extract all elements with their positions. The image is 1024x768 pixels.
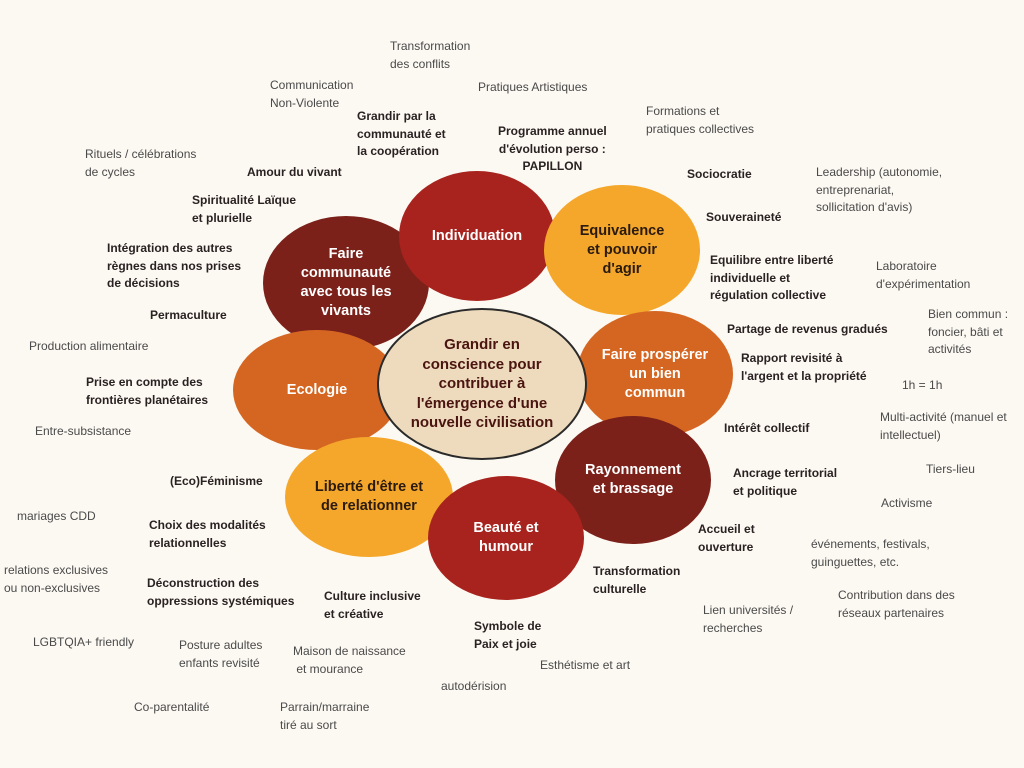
detail-label: Lien universités / recherches — [703, 603, 794, 635]
theme-beaute: Beauté et humour — [428, 476, 584, 600]
detail-label: Pratiques Artistiques — [478, 80, 588, 94]
detail-label: Co-parentalité — [134, 700, 210, 714]
subtheme-label: Intégration des autres règnes dans nos p… — [107, 241, 242, 290]
theme-liberte: Liberté d'être et de relationner — [285, 437, 453, 557]
detail-label: Bien commun : foncier, bâti et activités — [928, 307, 1009, 356]
detail-label: relations exclusives ou non-exclusives — [4, 563, 109, 595]
detail-label: Parrain/marraine tiré au sort — [280, 700, 370, 732]
subtheme-label: Sociocratie — [687, 167, 752, 181]
detail-label: Formations et pratiques collectives — [646, 104, 755, 136]
theme-ecologie: Ecologie — [233, 330, 401, 450]
detail-label: Transformation des conflits — [390, 39, 471, 71]
subtheme-label: Culture inclusive et créative — [324, 589, 421, 621]
detail-label: Production alimentaire — [29, 339, 149, 353]
detail-label: LGBTQIA+ friendly — [33, 635, 135, 649]
subtheme-label: Souveraineté — [706, 210, 782, 224]
subtheme-label: Permaculture — [150, 308, 227, 322]
detail-label: Leadership (autonomie, entreprenariat, s… — [816, 165, 943, 214]
subtheme-label: Partage de revenus gradués — [727, 322, 888, 336]
subtheme-label: (Eco)Féminisme — [170, 474, 263, 488]
subtheme-label: Amour du vivant — [247, 165, 342, 179]
detail-label: 1h = 1h — [902, 378, 943, 392]
subtheme-label: Accueil et ouverture — [698, 522, 755, 554]
theme-individuation: Individuation — [399, 171, 555, 301]
subtheme-label: Grandir par la communauté et la coopérat… — [357, 109, 446, 158]
detail-label: Communication Non-Violente — [270, 78, 354, 110]
subtheme-label: Spiritualité Laïque et plurielle — [192, 193, 297, 225]
subtheme-label: Transformation culturelle — [593, 564, 681, 596]
subtheme-label: Intérêt collectif — [724, 421, 810, 435]
subtheme-label: Ancrage territorial et politique — [733, 466, 838, 498]
detail-label: Rituels / célébrations de cycles — [85, 147, 197, 179]
detail-label: Laboratoire d'expérimentation — [876, 259, 971, 291]
theme-rayonnement: Rayonnement et brassage — [555, 416, 711, 544]
subtheme-label: Déconstruction des oppressions systémiqu… — [147, 576, 295, 608]
subtheme-label: Programme annuel d'évolution perso : PAP… — [498, 124, 607, 173]
subtheme-label: Choix des modalités relationnelles — [149, 518, 266, 550]
detail-label: Esthétisme et art — [540, 658, 631, 672]
subtheme-label: Prise en compte des frontières planétair… — [86, 375, 209, 407]
subtheme-label: Equilibre entre liberté individuelle et … — [710, 253, 834, 302]
theme-equivalence: Equivalence et pouvoir d'agir — [544, 185, 700, 315]
detail-label: Multi-activité (manuel et intellectuel) — [880, 410, 1007, 442]
subtheme-label: Rapport revisité à l'argent et la propri… — [741, 351, 867, 383]
detail-label: Tiers-lieu — [926, 462, 975, 476]
detail-label: Contribution dans des réseaux partenaire… — [838, 588, 955, 620]
detail-label: mariages CDD — [17, 509, 96, 523]
detail-label: Activisme — [881, 496, 933, 510]
detail-label: Posture adultes enfants revisité — [179, 638, 263, 670]
theme-bien-commun: Faire prospérer un bien commun — [577, 311, 733, 437]
detail-label: Maison de naissance et mourance — [293, 644, 406, 676]
central-goal: Grandir en conscience pour contribuer à … — [377, 308, 587, 460]
detail-label: événements, festivals, guinguettes, etc. — [811, 537, 930, 569]
subtheme-label: Symbole de Paix et joie — [474, 619, 542, 651]
detail-label: Entre-subsistance — [35, 424, 132, 438]
detail-label: autodérision — [441, 679, 507, 693]
